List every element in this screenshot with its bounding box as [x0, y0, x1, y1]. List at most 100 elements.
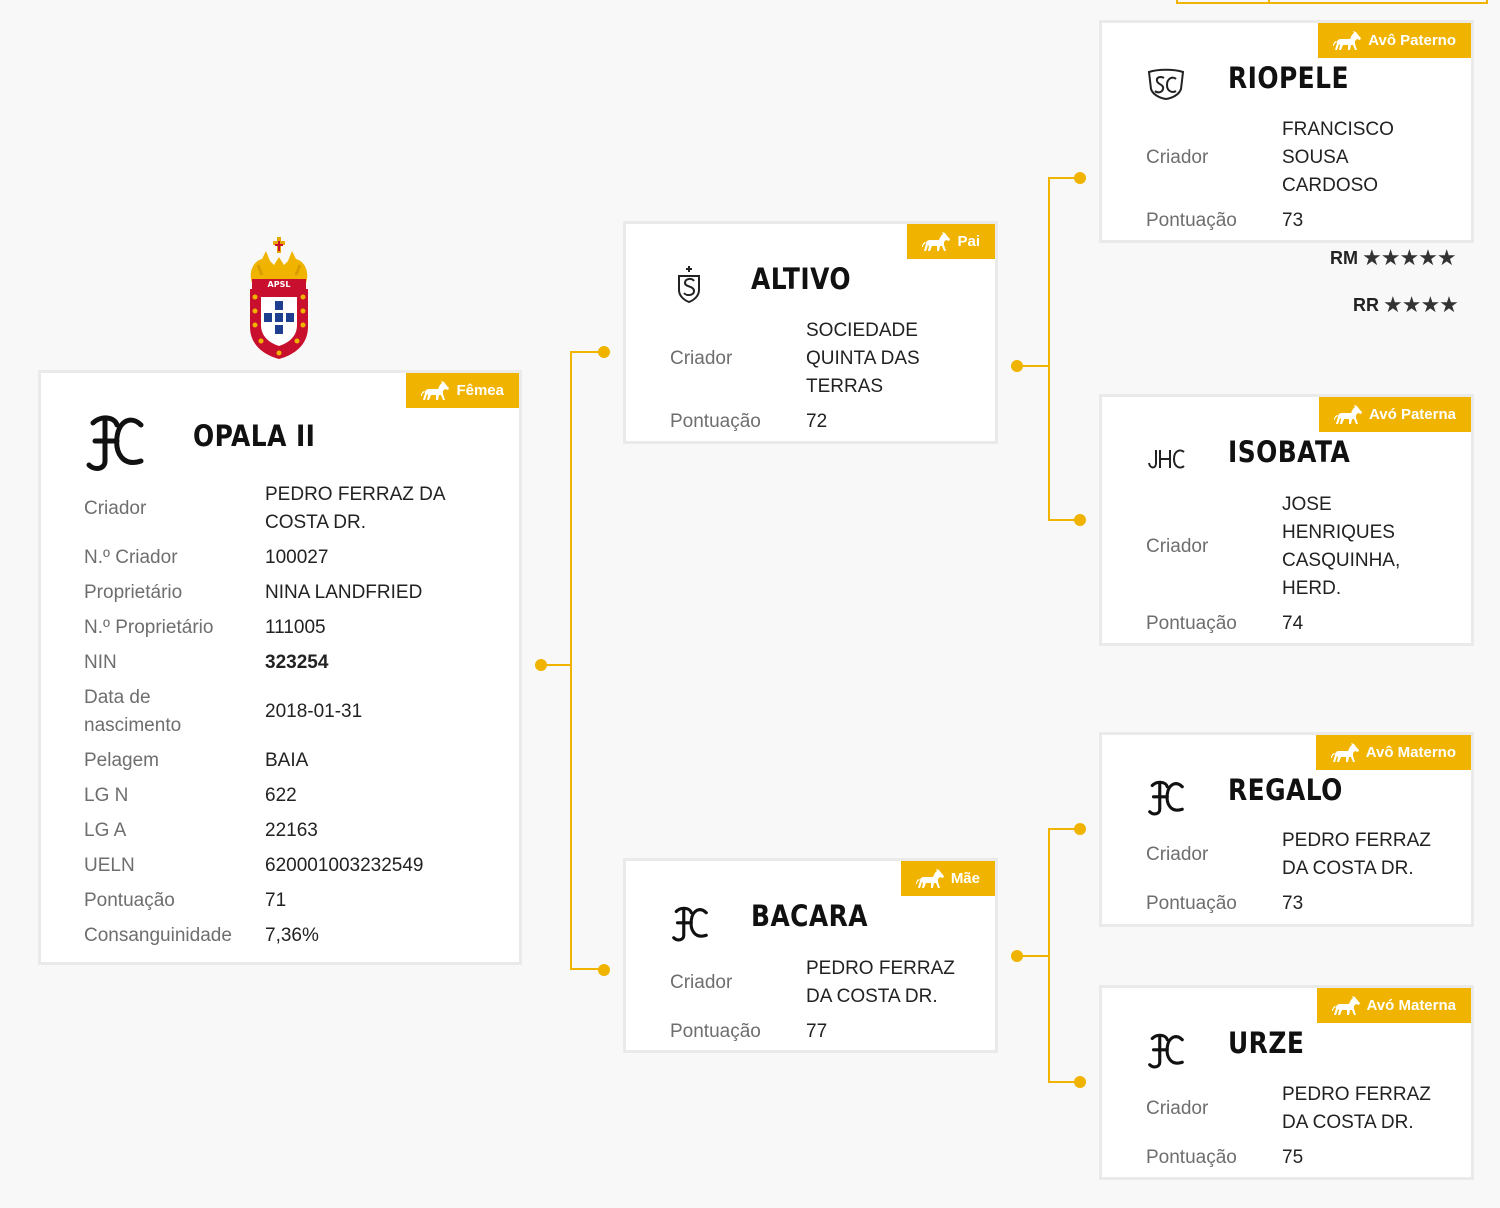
pai-info: Criador SOCIEDADE QUINTA DAS TERRAS Pontu…	[670, 317, 990, 443]
value-consanguinidade: 7,36%	[265, 925, 319, 946]
value-criador: PEDRO FERRAZ DA COSTA DR.	[1282, 1084, 1431, 1133]
fc-brand-icon	[83, 413, 147, 473]
top-frame	[1176, 0, 1488, 4]
connector-dot	[1074, 1076, 1086, 1088]
label-criador: Criador	[1146, 147, 1209, 168]
label-ueln: UELN	[84, 855, 135, 876]
badge-mae: Mãe	[900, 861, 995, 896]
connector-line	[1016, 955, 1050, 957]
value-criador: PEDRO FERRAZ DA COSTA DR.	[806, 958, 955, 1007]
value-pontuacao: 74	[1282, 613, 1304, 634]
rating-rm: RM ★★★★★	[1330, 245, 1457, 271]
connector-line	[1016, 365, 1050, 367]
avo-materno-info: Criador PEDRO FERRAZ DA COSTA DR. Pontuaç…	[1146, 827, 1466, 925]
value-pontuacao: 77	[806, 1021, 828, 1042]
horse-name: REGALO	[1228, 773, 1343, 807]
rating-label: RR	[1353, 294, 1379, 315]
label-lg-n: LG N	[84, 785, 129, 806]
value-criador: SOCIEDADE QUINTA DAS TERRAS	[806, 320, 920, 397]
avo-materna-info: Criador PEDRO FERRAZ DA COSTA DR. Pontuaç…	[1146, 1081, 1466, 1179]
horse-icon	[1331, 995, 1361, 1017]
connector-dot	[1074, 514, 1086, 526]
badge-avo-materno: Avô Materno	[1315, 735, 1471, 770]
fc-brand-icon	[1146, 1032, 1186, 1070]
horse-name: ISOBATA	[1228, 435, 1351, 469]
label-lg-a: LG A	[84, 820, 127, 841]
badge-femea: Fêmea	[406, 373, 519, 408]
label-criador: Criador	[670, 972, 733, 993]
value-pontuacao: 73	[1282, 210, 1304, 231]
label-criador: Criador	[1146, 536, 1209, 557]
label-pontuacao: Pontuação	[670, 411, 761, 432]
badge-avo-paterno: Avô Paterno	[1318, 23, 1471, 58]
avo-paterna-info: Criador JOSE HENRIQUES CASQUINHA, HERD. P…	[1146, 491, 1466, 645]
label-pontuacao: Pontuação	[1146, 613, 1237, 634]
connector-dot	[598, 964, 610, 976]
avo-materna-card[interactable]: Avó Materna URZE Criador PEDRO FERRAZ DA …	[1099, 985, 1474, 1180]
rating-rr: RR ★★★★	[1353, 292, 1459, 318]
mae-card[interactable]: Mãe BACARA Criador PEDRO FERRAZ DA COSTA …	[623, 858, 998, 1053]
value-criador: PEDRO FERRAZ DA COSTA DR.	[265, 484, 445, 533]
value-pontuacao: 75	[1282, 1147, 1304, 1168]
connector-dot	[1074, 823, 1086, 835]
badge-label: Avó Paterna	[1369, 406, 1456, 423]
label-data-nascimento: Data de nascimento	[84, 687, 182, 736]
avo-materno-card[interactable]: Avô Materno REGALO Criador PEDRO FERRAZ D…	[1099, 732, 1474, 927]
connector-bracket	[570, 351, 604, 970]
value-pelagem: BAIA	[265, 750, 309, 771]
value-lg-n: 622	[265, 785, 297, 806]
horse-icon	[915, 868, 945, 890]
label-pontuacao: Pontuação	[1146, 1147, 1237, 1168]
label-n-proprietario: N.º Proprietário	[84, 617, 214, 638]
label-proprietario: Proprietário	[84, 582, 183, 603]
value-data-nascimento: 2018-01-31	[265, 701, 363, 722]
label-pontuacao: Pontuação	[1146, 893, 1237, 914]
label-nin: NIN	[84, 652, 117, 673]
jhc-brand-icon	[1146, 447, 1186, 471]
badge-label: Avó Materna	[1366, 997, 1456, 1014]
value-proprietario: NINA LANDFRIED	[265, 582, 423, 603]
fc-brand-icon	[670, 905, 710, 943]
connector-line	[540, 664, 572, 666]
value-n-criador: 100027	[265, 547, 329, 568]
horse-icon	[1333, 404, 1363, 426]
badge-pai: Pai	[907, 224, 995, 259]
value-criador: JOSE HENRIQUES CASQUINHA, HERD.	[1282, 494, 1401, 599]
s-cross-brand-icon	[674, 264, 704, 304]
label-pelagem: Pelagem	[84, 750, 159, 771]
label-criador: Criador	[1146, 844, 1209, 865]
value-ueln: 620001003232549	[265, 855, 424, 876]
apsl-logo: APSL	[244, 235, 314, 368]
horse-name: RIOPELE	[1228, 61, 1349, 95]
fc-brand-icon	[1146, 779, 1186, 817]
label-n-criador: N.º Criador	[84, 547, 178, 568]
horse-icon	[1332, 30, 1362, 52]
logo-text: APSL	[268, 280, 291, 289]
star-icons: ★★★★★	[1362, 245, 1457, 270]
connector-bracket	[1048, 828, 1081, 1083]
badge-label: Avô Materno	[1365, 744, 1456, 761]
badge-label: Avô Paterno	[1368, 32, 1456, 49]
label-criador: Criador	[1146, 1098, 1209, 1119]
horse-name: URZE	[1228, 1026, 1305, 1060]
pai-card[interactable]: Pai ALTIVO Criador SOCIEDADE QUINTA DAS T…	[623, 221, 998, 444]
value-criador: PEDRO FERRAZ DA COSTA DR.	[1282, 830, 1431, 879]
connector-dot	[535, 659, 547, 671]
connector-dot	[1011, 950, 1023, 962]
star-icons: ★★★★	[1383, 292, 1459, 317]
label-pontuacao: Pontuação	[84, 890, 175, 911]
value-pontuacao: 73	[1282, 893, 1304, 914]
horse-icon	[1330, 742, 1360, 764]
avo-paterna-card[interactable]: Avó Paterna ISOBATA Criador JOSE HENRIQUE…	[1099, 394, 1474, 646]
badge-label: Pai	[957, 233, 980, 250]
badge-label: Mãe	[950, 870, 980, 887]
horse-name: ALTIVO	[751, 262, 852, 296]
label-criador: Criador	[670, 348, 733, 369]
label-criador: Criador	[84, 498, 147, 519]
horse-name: BACARA	[751, 899, 869, 933]
badge-avo-paterna: Avó Paterna	[1319, 397, 1471, 432]
value-pontuacao: 72	[806, 411, 828, 432]
label-pontuacao: Pontuação	[1146, 210, 1237, 231]
